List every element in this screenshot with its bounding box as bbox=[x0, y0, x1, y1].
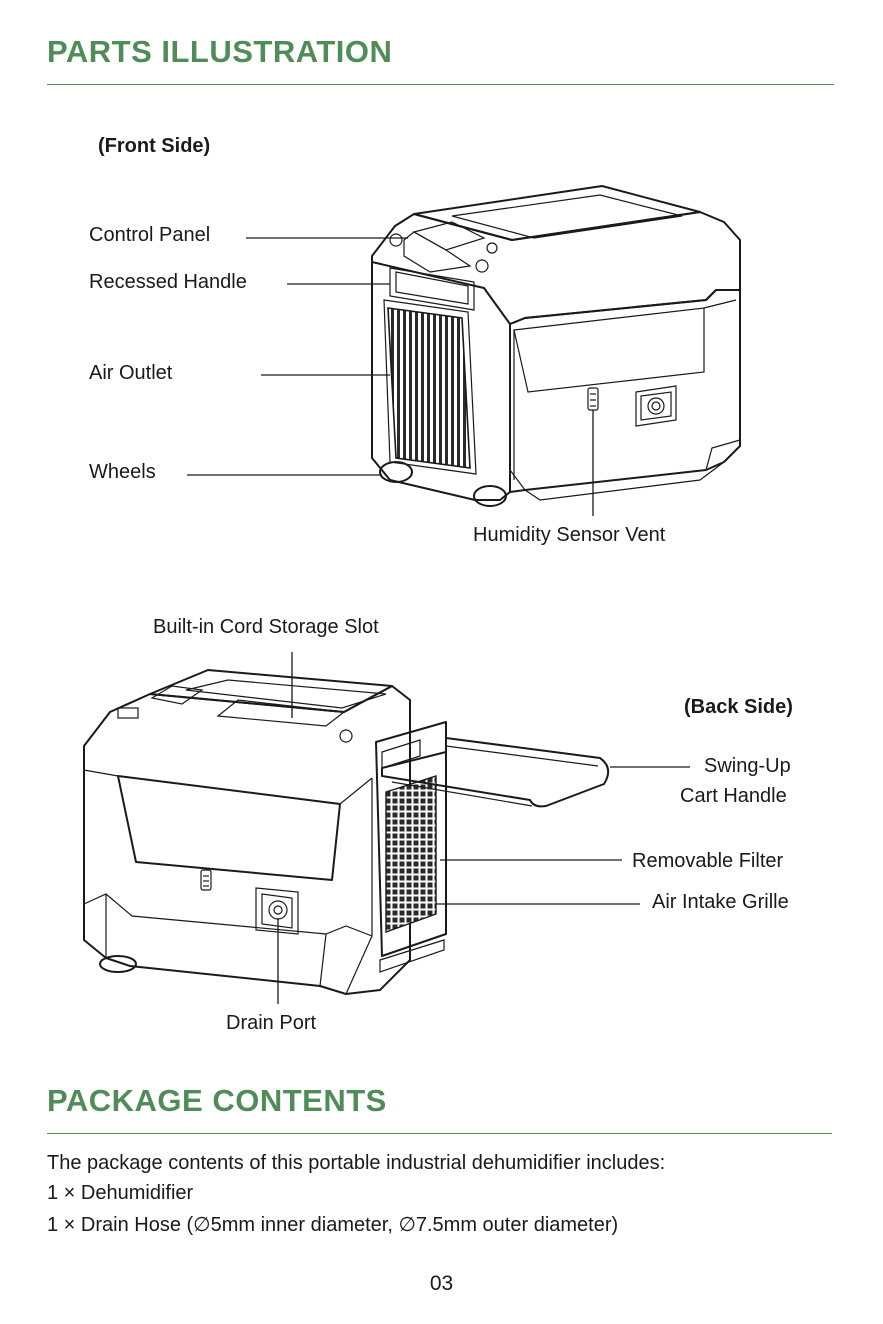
label-humidity-sensor-vent: Humidity Sensor Vent bbox=[473, 524, 666, 546]
label-wheels: Wheels bbox=[89, 461, 156, 483]
label-removable-filter: Removable Filter bbox=[632, 850, 784, 872]
label-drain-port: Drain Port bbox=[226, 1012, 317, 1034]
package-item: 1 × Dehumidifier bbox=[47, 1182, 194, 1204]
back-dehumidifier-drawing bbox=[83, 669, 610, 995]
label-cart-handle: Cart Handle bbox=[680, 785, 787, 807]
label-recessed-handle: Recessed Handle bbox=[89, 271, 247, 293]
label-air-outlet: Air Outlet bbox=[89, 362, 173, 384]
label-swing-up: Swing-Up bbox=[704, 755, 791, 777]
package-intro: The package contents of this portable in… bbox=[47, 1152, 666, 1174]
front-dehumidifier-drawing bbox=[371, 185, 741, 507]
package-contents-heading: PACKAGE CONTENTS bbox=[47, 1083, 387, 1118]
heading-rule bbox=[47, 84, 834, 85]
front-side-caption: (Front Side) bbox=[98, 135, 211, 157]
parts-illustration-heading: PARTS ILLUSTRATION bbox=[47, 34, 393, 69]
package-item: 1 × Drain Hose (∅5mm inner diameter, ∅7.… bbox=[47, 1214, 619, 1236]
label-control-panel: Control Panel bbox=[89, 224, 211, 246]
label-air-intake-grille: Air Intake Grille bbox=[652, 891, 789, 913]
label-cord-storage: Built-in Cord Storage Slot bbox=[153, 616, 379, 638]
back-side-caption: (Back Side) bbox=[684, 696, 793, 718]
page-number: 03 bbox=[429, 1272, 454, 1295]
package-rule bbox=[47, 1133, 832, 1134]
